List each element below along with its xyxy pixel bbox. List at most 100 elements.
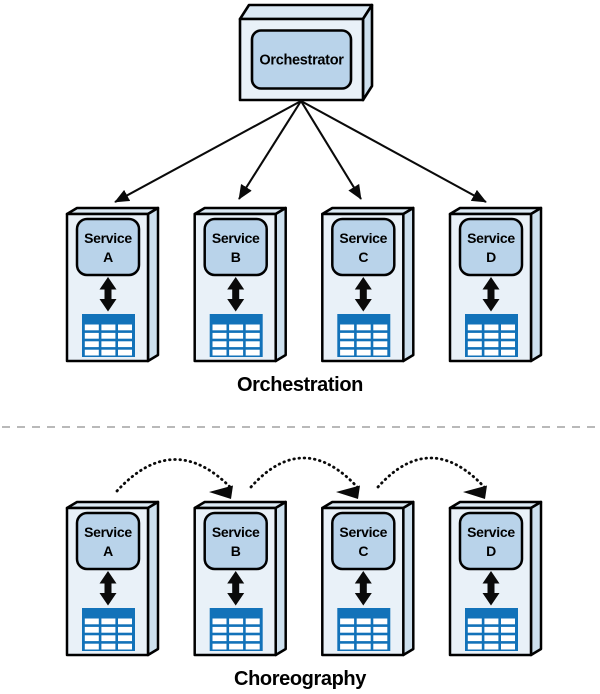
database-cell [356, 324, 371, 331]
service-name-line2: C [358, 543, 368, 559]
database-cell [84, 332, 99, 339]
database-cell [484, 618, 499, 625]
database-cell [340, 643, 355, 650]
service-label-panel [75, 511, 141, 571]
database-cell [501, 349, 515, 356]
database-cell [229, 341, 244, 348]
database-cell [118, 643, 132, 650]
database-cell [340, 349, 355, 356]
database-cell [118, 341, 132, 348]
database-cell [84, 635, 99, 642]
database-cell [229, 332, 244, 339]
database-cell [212, 349, 227, 356]
sync-arrow-icon [354, 571, 372, 606]
database-cell [484, 332, 499, 339]
database-cell [229, 635, 244, 642]
database-cell [84, 626, 99, 633]
box-side-face [146, 500, 160, 657]
service-label-panel [331, 217, 396, 277]
sync-arrow-icon [482, 571, 500, 606]
database-cell [245, 618, 260, 625]
orchestrator-node: Orchestrator [238, 3, 374, 102]
database-cell [484, 341, 499, 348]
section-title-orchestration: Orchestration [237, 374, 363, 396]
database-cell [467, 635, 482, 642]
service-name-line2: A [103, 249, 113, 265]
monitor-screen [250, 29, 353, 90]
database-cell [467, 349, 482, 356]
sync-arrow-icon [99, 277, 117, 312]
command-arrow-d [300, 100, 487, 203]
database-cell [101, 341, 116, 348]
service-name-line2: D [486, 249, 496, 265]
database-cell [467, 618, 482, 625]
section-title-choreography: Choreography [234, 668, 367, 690]
sync-arrow-icon [227, 571, 245, 606]
database-cell [245, 626, 260, 633]
box-side-face [529, 500, 543, 657]
database-cell [101, 618, 116, 625]
database-cell [501, 341, 515, 348]
box-side-face [402, 500, 415, 657]
database-cell [501, 643, 515, 650]
database-cell [484, 626, 499, 633]
database-cell [373, 635, 388, 642]
database-cell [212, 643, 227, 650]
database-cell [356, 618, 371, 625]
event-arc-arrowheads [209, 485, 487, 499]
service-name-line1: Service [84, 230, 132, 246]
database-cell [118, 324, 132, 331]
database-cell [484, 324, 499, 331]
database-cell [212, 626, 227, 633]
database-cell [229, 643, 244, 650]
database-cell [356, 341, 371, 348]
sync-arrow-icon [227, 277, 245, 312]
database-cell [84, 341, 99, 348]
database-cell [484, 349, 499, 356]
service-label-panel [458, 217, 524, 277]
database-cell [356, 332, 371, 339]
database-cell [101, 635, 116, 642]
database-cell [356, 626, 371, 633]
monitor-top-face [238, 3, 374, 21]
database-cell [501, 635, 515, 642]
command-arrow-c [300, 100, 362, 200]
database-cell [373, 341, 388, 348]
database-cell [501, 618, 515, 625]
service-name-line2: B [231, 543, 241, 559]
database-cell [84, 618, 99, 625]
database-cell [118, 635, 132, 642]
database-cell [245, 341, 260, 348]
database-cell [467, 332, 482, 339]
box-side-face [529, 206, 543, 363]
monitor-side-face [361, 3, 374, 102]
database-cell [373, 324, 388, 331]
service-label-panel [458, 511, 524, 571]
event-arc-c-to-d [376, 456, 488, 491]
database-cell [84, 643, 99, 650]
service-name-line1: Service [467, 230, 515, 246]
database-cell [229, 618, 244, 625]
database-cell [340, 635, 355, 642]
database-cell [212, 332, 227, 339]
database-cell [118, 332, 132, 339]
database-cell [229, 324, 244, 331]
database-cell [118, 618, 132, 625]
database-cell [229, 349, 244, 356]
service-name-line1: Service [467, 524, 515, 540]
orchestrator-label: Orchestrator [259, 53, 344, 69]
database-cell [118, 349, 132, 356]
command-arrow-a [114, 100, 302, 203]
database-cell [484, 643, 499, 650]
event-arrowhead-b [209, 485, 233, 499]
database-cell [245, 324, 260, 331]
sync-arrow-icon [354, 277, 372, 312]
service-label-panel [75, 217, 141, 277]
service-name-line1: Service [212, 230, 260, 246]
